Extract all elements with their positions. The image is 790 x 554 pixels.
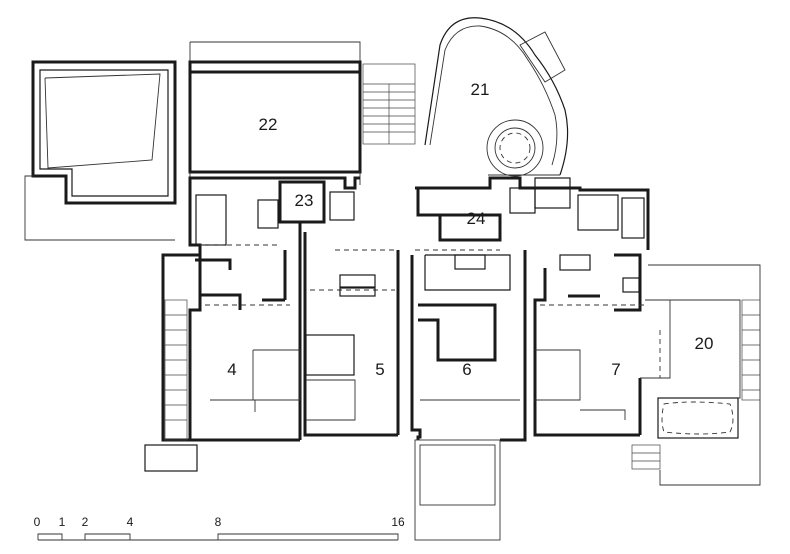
stair-upper [362, 63, 416, 145]
scale-bar: 0 1 2 4 8 16 [34, 515, 405, 541]
room-label-20: 20 [695, 334, 714, 353]
room-22-block [188, 41, 362, 185]
stair-left [144, 299, 198, 472]
room-label-7: 7 [611, 360, 620, 379]
scale-tick-16: 16 [391, 515, 405, 529]
room-label-5: 5 [375, 360, 384, 379]
scale-tick-8: 8 [215, 515, 222, 529]
scale-tick-4: 4 [127, 515, 134, 529]
room-label-22: 22 [259, 115, 278, 134]
scale-tick-1: 1 [59, 515, 66, 529]
room-label-23: 23 [295, 191, 314, 210]
stair-right [631, 299, 761, 470]
balcony-bottom [414, 439, 501, 541]
room-label-21: 21 [471, 80, 490, 99]
terrace-top-left [24, 60, 177, 241]
room-21-pavilion [424, 17, 569, 177]
scale-tick-0: 0 [34, 515, 41, 529]
main-building [161, 176, 761, 486]
room-labels: 22 21 23 24 4 5 6 7 20 [227, 80, 713, 379]
room-label-4: 4 [227, 360, 236, 379]
room-label-24: 24 [467, 209, 486, 228]
room-label-6: 6 [462, 360, 471, 379]
scale-tick-2: 2 [82, 515, 89, 529]
